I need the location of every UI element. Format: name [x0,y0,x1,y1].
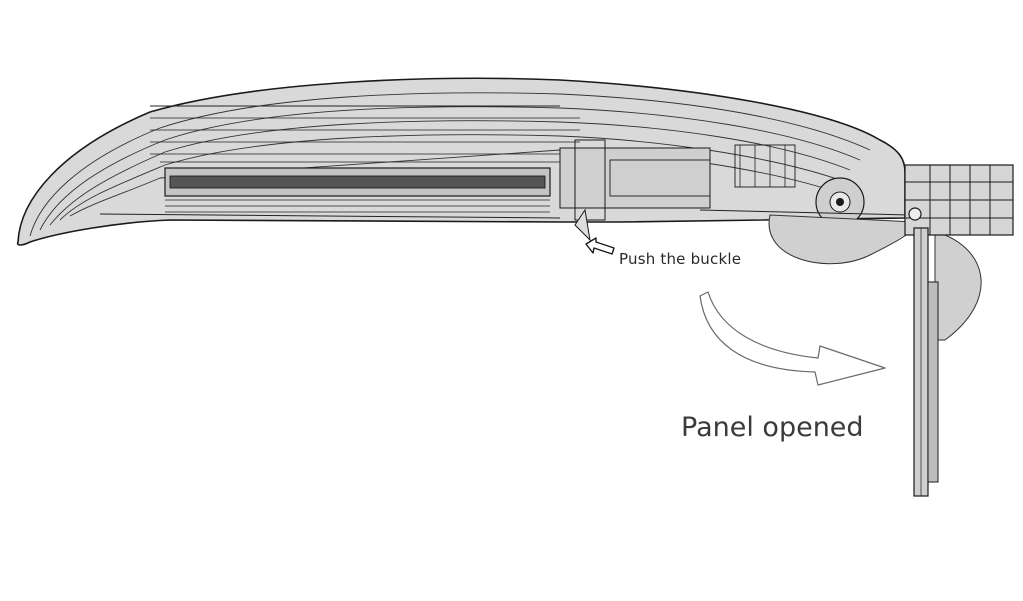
push-arrow-icon [585,237,615,255]
opening-arrow-icon [699,291,886,386]
end-cap [904,164,1014,236]
push-buckle-label: Push the buckle [619,250,742,268]
device-housing [16,77,911,246]
panel-swing-arc [929,229,982,341]
opened-panel [913,227,939,497]
swing-arc [768,214,916,265]
panel-opened-label: Panel opened [681,412,864,443]
